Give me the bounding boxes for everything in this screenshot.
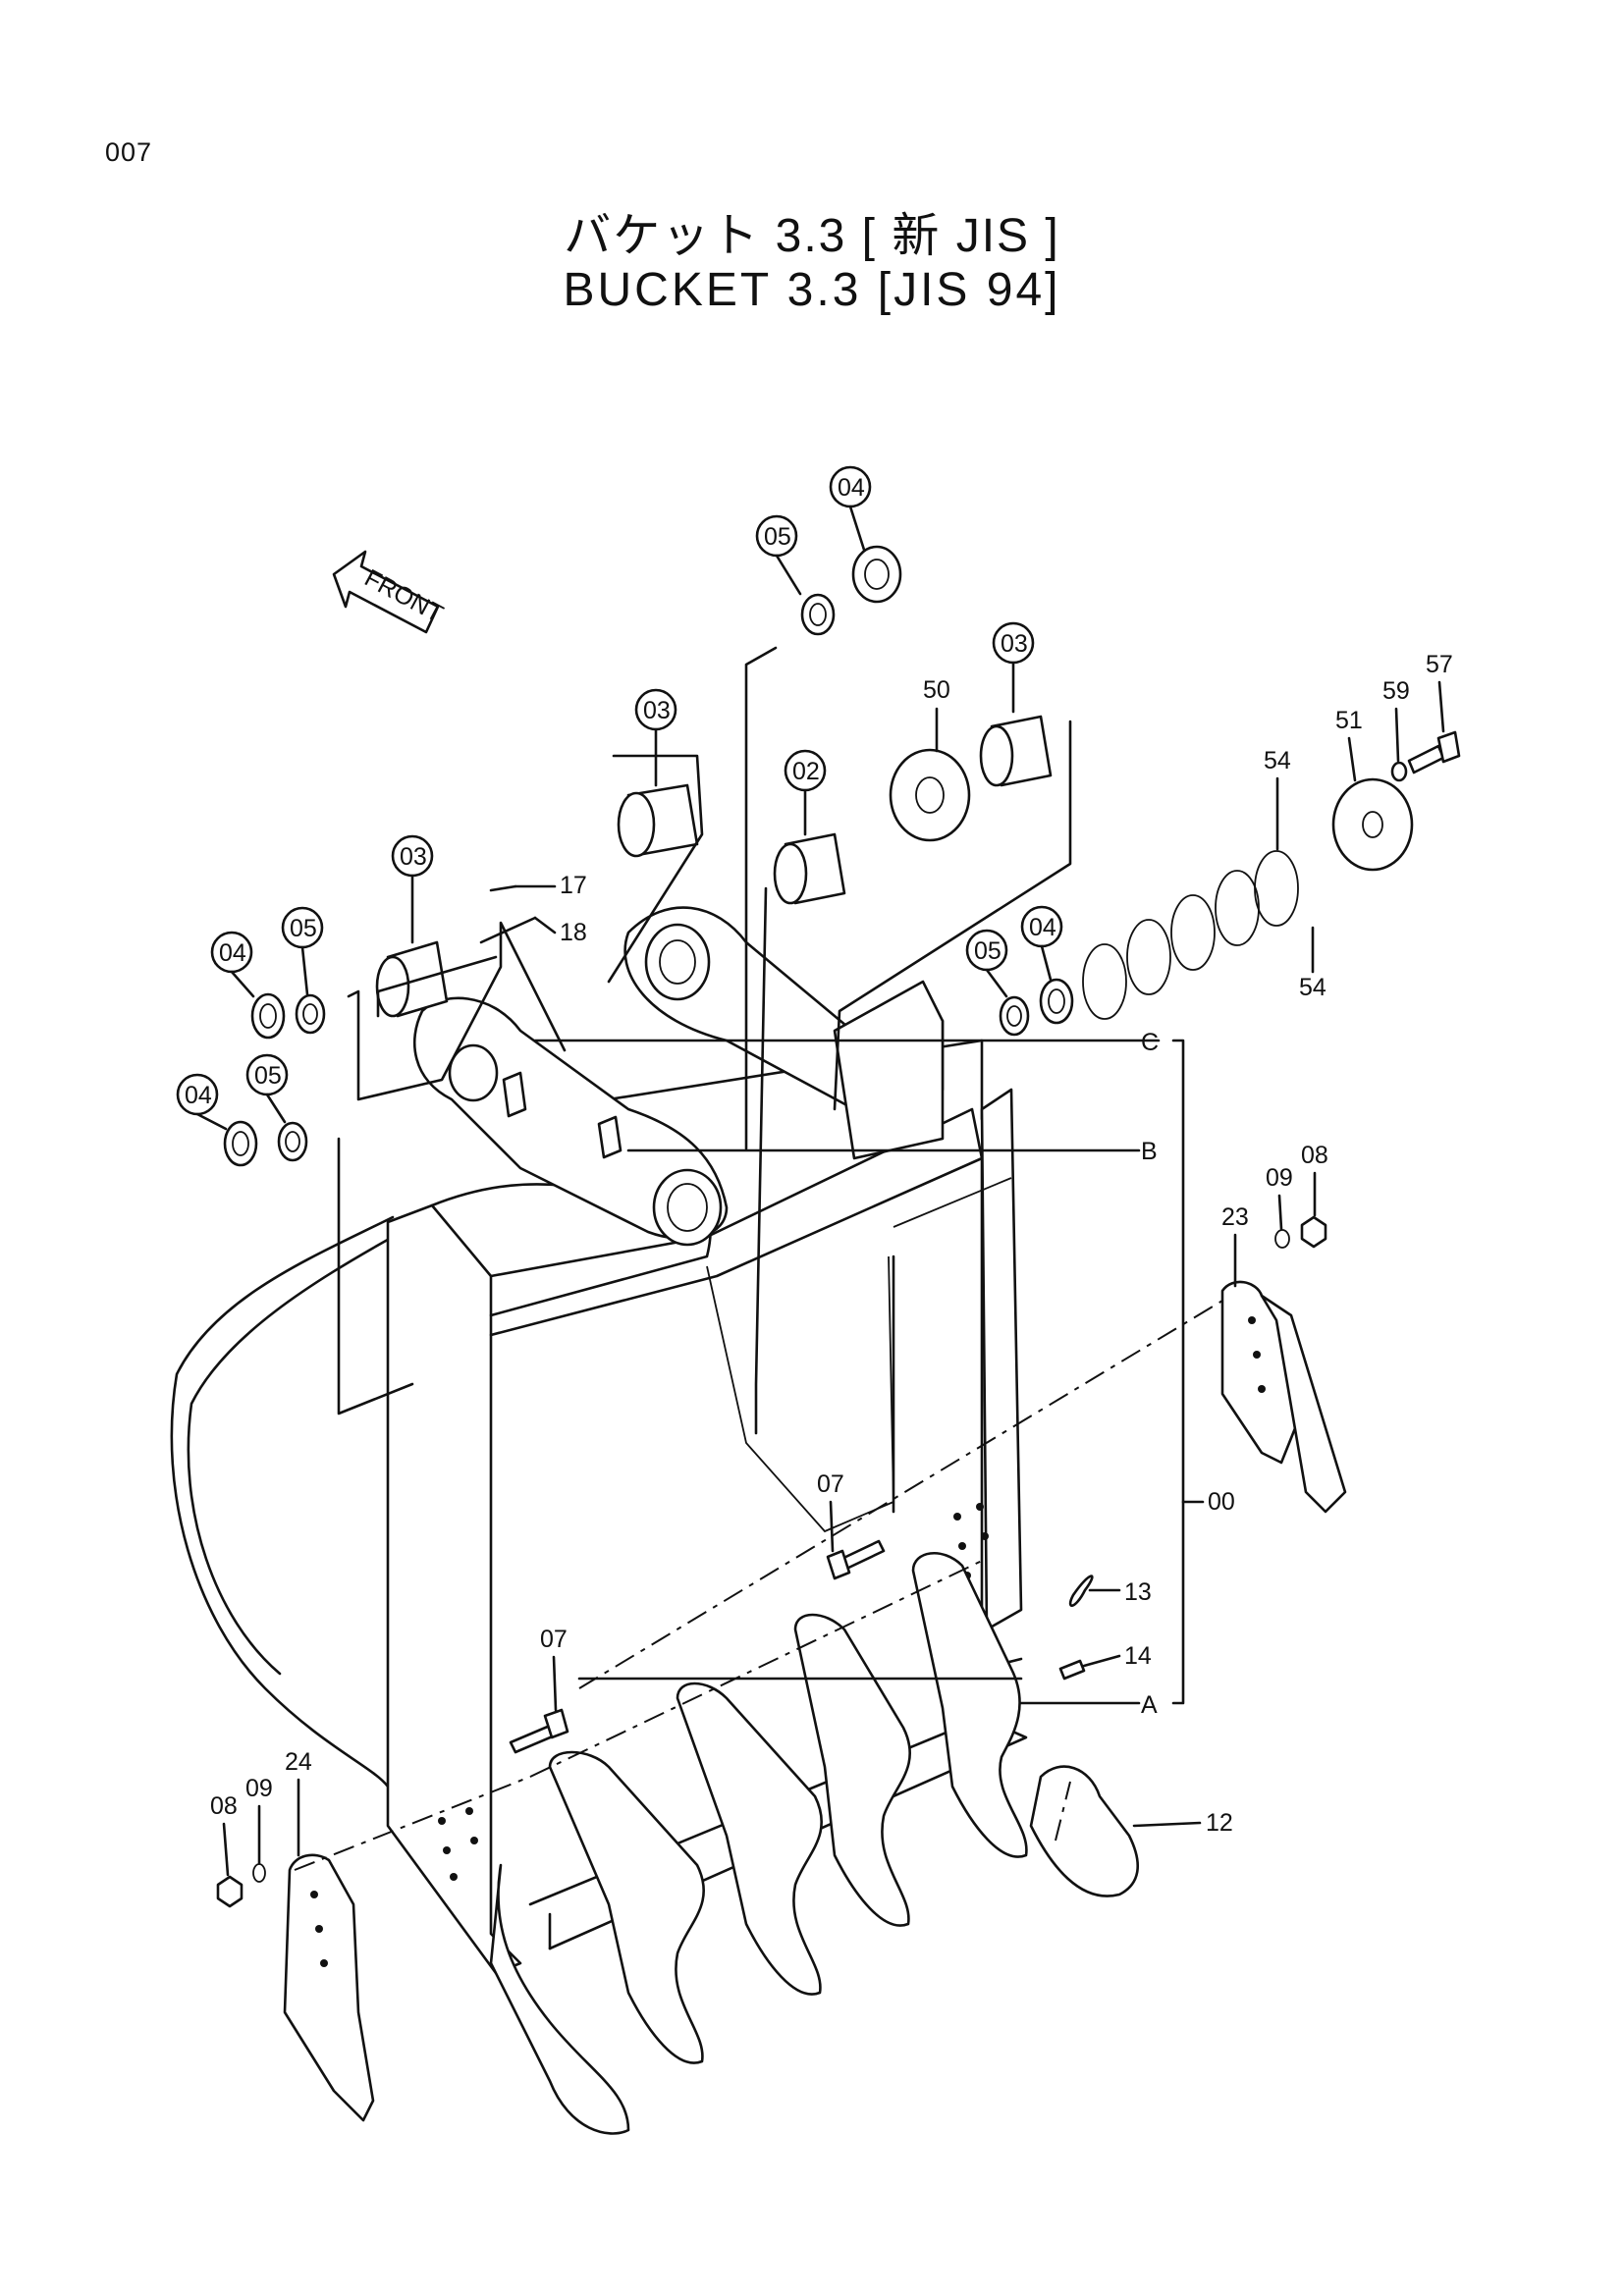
callout-59: 59 xyxy=(1382,677,1410,763)
svg-text:03: 03 xyxy=(643,697,671,724)
svg-text:12: 12 xyxy=(1206,1809,1233,1837)
svg-text:04: 04 xyxy=(219,939,246,967)
svg-text:14: 14 xyxy=(1124,1642,1152,1670)
callout-02: 02 xyxy=(784,749,827,836)
svg-text:05: 05 xyxy=(764,523,791,551)
side-cutter-23 xyxy=(1220,1280,1347,1514)
svg-text:04: 04 xyxy=(185,1082,212,1109)
callout-07-lower: 07 xyxy=(540,1626,568,1712)
front-arrow-icon: FRONT xyxy=(332,550,448,634)
svg-text:24: 24 xyxy=(285,1748,312,1776)
title-japanese: バケット 3.3 [ 新 JIS ] xyxy=(564,210,1060,262)
svg-text:50: 50 xyxy=(923,676,950,704)
callout-A: A xyxy=(1141,1691,1158,1719)
svg-text:51: 51 xyxy=(1335,707,1363,734)
bucket-body xyxy=(170,906,1028,1975)
bucket-teeth xyxy=(489,1551,1139,2135)
callout-57: 57 xyxy=(1426,651,1453,733)
svg-text:04: 04 xyxy=(1029,914,1056,941)
callout-09-left: 09 xyxy=(245,1775,273,1865)
svg-text:05: 05 xyxy=(974,937,1001,965)
callout-17: 17 xyxy=(514,872,587,899)
svg-text:02: 02 xyxy=(792,758,820,785)
callout-18: 18 xyxy=(533,916,587,946)
svg-text:04: 04 xyxy=(838,474,865,502)
callout-50: 50 xyxy=(923,676,950,753)
callout-03-upper: 03 xyxy=(634,688,677,787)
svg-text:57: 57 xyxy=(1426,651,1453,678)
callout-05-top: 05 xyxy=(755,514,802,596)
callout-05-left-upper: 05 xyxy=(281,906,324,996)
svg-text:18: 18 xyxy=(560,919,587,946)
callout-24: 24 xyxy=(285,1748,312,1857)
page-number: 007 xyxy=(105,137,153,167)
svg-text:08: 08 xyxy=(210,1792,238,1820)
svg-text:23: 23 xyxy=(1221,1203,1249,1231)
callout-13: 13 xyxy=(1088,1578,1152,1606)
svg-text:03: 03 xyxy=(400,843,427,871)
callout-03-right: 03 xyxy=(992,621,1035,714)
callout-05-right: 05 xyxy=(965,929,1008,998)
callout-54-top: 54 xyxy=(1264,747,1291,851)
callout-08-left: 08 xyxy=(210,1792,238,1877)
svg-text:07: 07 xyxy=(540,1626,568,1653)
svg-text:13: 13 xyxy=(1124,1578,1152,1606)
svg-text:C: C xyxy=(1141,1029,1159,1056)
callout-03-left: 03 xyxy=(391,834,434,944)
callout-07-upper: 07 xyxy=(817,1470,844,1553)
svg-text:05: 05 xyxy=(254,1062,282,1090)
svg-text:B: B xyxy=(1141,1138,1158,1165)
side-cutter-24 xyxy=(283,1853,375,2122)
svg-text:07: 07 xyxy=(817,1470,844,1498)
callout-04-top: 04 xyxy=(829,465,872,552)
svg-text:09: 09 xyxy=(1266,1164,1293,1192)
callout-09-right: 09 xyxy=(1266,1164,1293,1231)
svg-text:54: 54 xyxy=(1264,747,1291,774)
callout-00: 00 xyxy=(1208,1488,1235,1516)
title-english: BUCKET 3.3 [JIS 94] xyxy=(563,264,1061,316)
callout-08-right: 08 xyxy=(1301,1142,1328,1217)
svg-text:03: 03 xyxy=(1001,630,1028,658)
callout-51: 51 xyxy=(1335,707,1363,782)
callout-54-bottom: 54 xyxy=(1299,926,1326,1001)
callout-04-right: 04 xyxy=(1020,905,1063,982)
callout-B: B xyxy=(1141,1138,1158,1165)
callout-14: 14 xyxy=(1082,1642,1152,1670)
part-callouts: 04 05 03 03 02 03 04 05 04 05 05 04 50 5… xyxy=(176,465,1453,1877)
svg-text:17: 17 xyxy=(560,872,587,899)
svg-text:54: 54 xyxy=(1299,974,1326,1001)
svg-text:05: 05 xyxy=(290,915,317,942)
callout-12: 12 xyxy=(1132,1809,1233,1837)
svg-text:59: 59 xyxy=(1382,677,1410,705)
svg-text:08: 08 xyxy=(1301,1142,1328,1169)
svg-text:A: A xyxy=(1141,1691,1158,1719)
svg-text:00: 00 xyxy=(1208,1488,1235,1516)
assembly-bracket xyxy=(533,1039,1205,1705)
callout-04-left-upper: 04 xyxy=(210,931,255,998)
pin-parts xyxy=(216,545,1461,1908)
leader-lines xyxy=(294,646,1223,1871)
callout-C: C xyxy=(1141,1029,1159,1056)
callout-05-left-lower: 05 xyxy=(245,1053,289,1124)
svg-text:09: 09 xyxy=(245,1775,273,1802)
callout-04-left-lower: 04 xyxy=(176,1073,228,1131)
callout-23: 23 xyxy=(1221,1203,1249,1288)
